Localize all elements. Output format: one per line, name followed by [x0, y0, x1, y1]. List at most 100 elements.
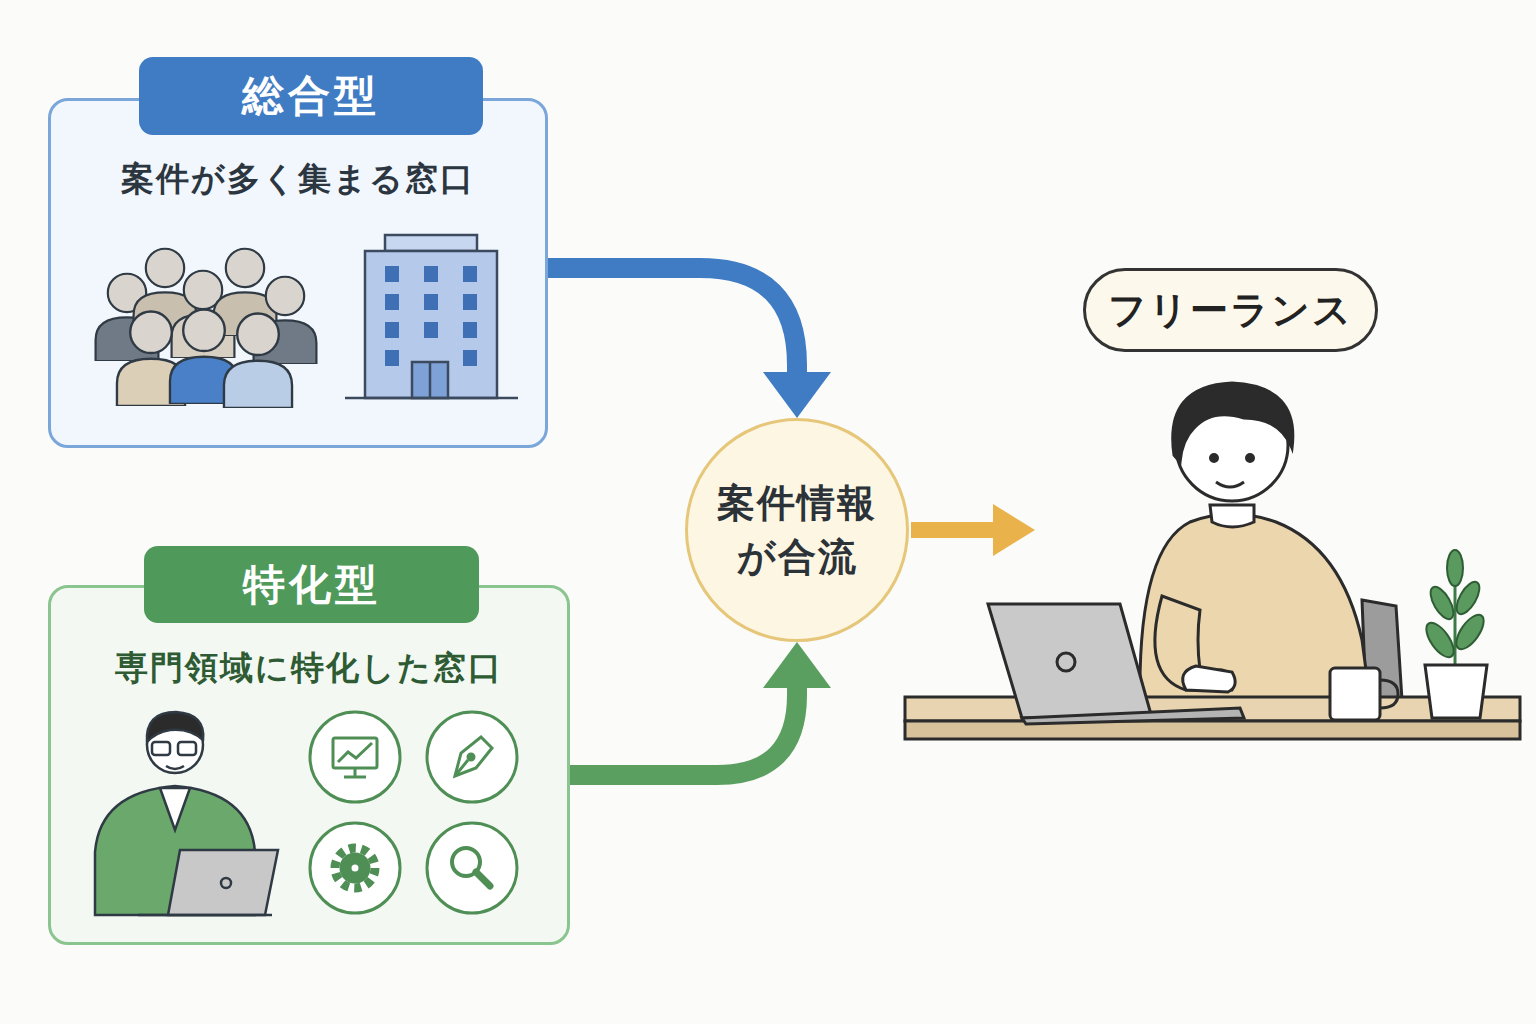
- building-icon-part-part: [463, 266, 477, 282]
- specialist-figure: [95, 712, 278, 915]
- building-icon-part-part: [385, 294, 399, 310]
- arrow-head: [763, 642, 831, 688]
- freelancer-area: フリーランス: [1035, 265, 1530, 765]
- merge-circle: 案件情報 が合流: [685, 418, 909, 642]
- skill-icons-part: [310, 712, 400, 802]
- building-icon-part-part: [385, 350, 399, 366]
- skill-icons-part: [468, 754, 474, 760]
- skill-icons-part: [338, 743, 372, 762]
- panel-heading: 特化型: [144, 546, 479, 623]
- skill-icons-part: [344, 776, 366, 779]
- freelancer-figure-part: [1140, 514, 1370, 700]
- source-panel: 総合型案件が多く集まる窓口: [48, 98, 548, 448]
- arrow-head: [763, 372, 831, 418]
- freelancer-figure-part: [1057, 653, 1075, 671]
- freelancer-figure-part-part: [1421, 618, 1459, 661]
- specialist-figure-part: [95, 786, 255, 915]
- freelancer-figure-part: [1022, 708, 1244, 724]
- skill-icons-part: [476, 872, 490, 886]
- freelancer-figure-part: [905, 721, 1520, 739]
- arrow-shaft: [911, 522, 995, 538]
- specialist-figure-part: [160, 788, 190, 830]
- building-icon-part-part: [424, 266, 438, 282]
- crowd-icon-part: [224, 313, 292, 408]
- panel-description: 専門領域に特化した窓口: [51, 646, 567, 691]
- crowd-icon-part: [172, 271, 235, 358]
- flow-arrow: [548, 268, 831, 418]
- source-panel: 特化型専門領域に特化した窓口: [48, 585, 570, 945]
- freelancer-figure-part: [1176, 389, 1288, 501]
- building-icon-part: [412, 362, 448, 398]
- specialist-figure-part: [221, 878, 231, 888]
- freelancer-figure-part: [988, 604, 1152, 718]
- arrow-shaft: [570, 686, 797, 775]
- skill-icons-part: [341, 854, 369, 882]
- freelancer-figure-part: [1173, 383, 1293, 462]
- crowd-icon-part: [170, 309, 238, 404]
- flow-arrow: [570, 642, 831, 775]
- building-icon-part-part: [463, 322, 477, 338]
- skill-icons-part: [333, 738, 377, 768]
- panel-heading: 総合型: [139, 57, 483, 135]
- building-icon-part-part: [463, 350, 477, 366]
- crowd-icon-part: [134, 249, 197, 336]
- freelancer-figure-part: [1421, 550, 1489, 662]
- skill-icons-part: [427, 712, 517, 802]
- specialist-figure-part: [147, 717, 203, 773]
- freelancer-figure-part: [1454, 580, 1457, 665]
- freelancer-figure: [905, 383, 1520, 739]
- skill-icons-part: [310, 823, 400, 913]
- freelancer-figure-part: [1330, 668, 1380, 720]
- specialist-figure-part: [168, 850, 278, 915]
- building-icon-part-part: [385, 322, 399, 338]
- freelancer-figure-part: [905, 697, 1520, 721]
- skill-icons-part: [427, 823, 517, 913]
- freelancer-figure-part-part: [1451, 610, 1489, 653]
- specialist-figure-part: [152, 742, 170, 755]
- skill-icons-part: [455, 760, 468, 776]
- freelancer-figure-part: [1380, 680, 1398, 708]
- specialist-figure-part: [178, 742, 196, 755]
- specialist-figure-part: [147, 712, 203, 742]
- skill-icons-part: [455, 737, 492, 776]
- merge-label: 案件情報 が合流: [707, 476, 887, 584]
- freelancer-figure-part-part: [1426, 583, 1458, 622]
- specialist-figure-part: [166, 766, 184, 769]
- flow-arrow: [911, 504, 1035, 556]
- crowd-icon-part: [254, 277, 317, 364]
- building-icon-part: [365, 251, 497, 398]
- panel-description: 案件が多く集まる窓口: [51, 157, 545, 202]
- crowd-icon-part: [117, 311, 185, 406]
- skill-icons-part: [335, 848, 375, 888]
- freelancer-figure-part: [1247, 455, 1254, 462]
- crowd-icon-part: [214, 249, 277, 336]
- building-icon: [345, 235, 518, 398]
- freelancer-figure-part: [1425, 665, 1487, 718]
- freelancer-figure-part: [1362, 600, 1402, 700]
- freelancer-figure-part: [1210, 505, 1254, 527]
- building-icon-part-part: [463, 294, 477, 310]
- freelancer-figure-part: [1211, 455, 1218, 462]
- specialist-figure-part: [138, 914, 272, 917]
- building-icon-part: [345, 397, 518, 400]
- freelancer-figure-part: [1155, 596, 1235, 690]
- freelancer-figure-part-part: [1452, 578, 1484, 617]
- building-icon-part-part: [424, 294, 438, 310]
- building-icon-part-part: [424, 322, 438, 338]
- skill-icons-part: [452, 848, 480, 876]
- freelancer-figure-part-part: [1447, 550, 1463, 586]
- freelancer-figure-part: [1216, 482, 1244, 487]
- skill-icons-part: [350, 863, 360, 873]
- freelancer-figure-part: [1183, 666, 1236, 692]
- crowd-icon-part: [96, 274, 159, 361]
- arrow-shaft: [548, 268, 797, 374]
- crowd-icon: [96, 249, 317, 408]
- skill-icons: [310, 712, 517, 913]
- arrow-head: [993, 504, 1035, 556]
- building-icon-part: [385, 266, 477, 366]
- building-icon-part: [429, 362, 432, 398]
- building-icon-part: [385, 235, 477, 251]
- building-icon-part-part: [385, 266, 399, 282]
